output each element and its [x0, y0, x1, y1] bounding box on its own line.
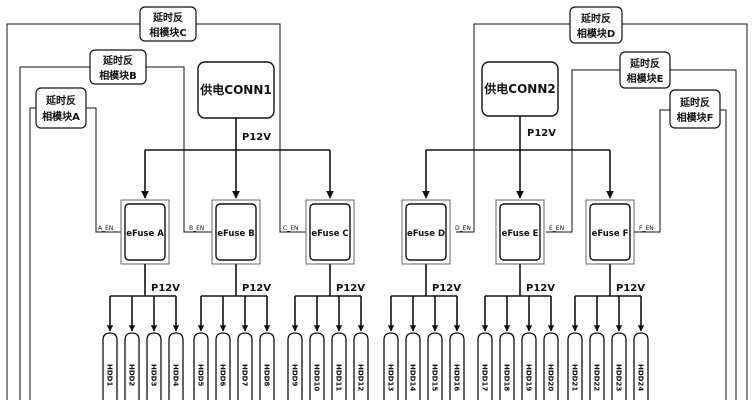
efuse-f-label: eFuse F [592, 229, 629, 239]
drive-4: HDD4 [168, 332, 184, 400]
drive-12: HDD12 [353, 332, 369, 400]
drive-18: HDD18 [499, 332, 515, 400]
drive-11-label: HDD11 [335, 364, 343, 391]
drive-8-label: HDD8 [263, 364, 271, 386]
drive-9-label: HDD9 [291, 364, 299, 386]
power-connector-2-label: 供电CONN2 [483, 81, 555, 96]
drive-10-label: HDD10 [313, 364, 321, 391]
drive-6-label: HDD6 [219, 364, 227, 386]
delay-module-c: 延时反 相模块C [139, 6, 197, 42]
drive-4-label: HDD4 [172, 364, 180, 386]
rail-label-efuse-a: P12V [151, 283, 180, 294]
delay-module-f-line1: 延时反 [679, 96, 710, 109]
power-connector-1-label: 供电CONN1 [199, 82, 271, 97]
drive-14: HDD14 [405, 332, 421, 400]
delay-module-d: 延时反 相模块D [569, 6, 623, 44]
drive-3-label: HDD3 [150, 364, 158, 386]
power-connector-2: 供电CONN2 [481, 61, 559, 117]
drive-19-label: HDD19 [525, 364, 533, 391]
efuse-b: eFuse B B_EN [189, 199, 261, 265]
delay-module-d-line1: 延时反 [580, 12, 611, 25]
drive-21: HDD21 [567, 332, 583, 400]
efuse-e-enable-label: E_EN [549, 225, 564, 232]
drive-23: HDD23 [611, 332, 627, 400]
delay-module-a-line2: 相模块A [42, 110, 80, 123]
drive-5-label: HDD5 [197, 364, 205, 386]
efuse-d-enable-label: D_EN [455, 225, 471, 232]
drive-5: HDD5 [193, 332, 209, 400]
drive-20-label: HDD20 [547, 364, 555, 391]
delay-module-e-line2: 相模块E [627, 72, 664, 85]
efuse-c: eFuse C C_EN [283, 199, 355, 265]
drive-8: HDD8 [259, 332, 275, 400]
drive-13-label: HDD13 [387, 364, 395, 391]
rail-label-conn2: P12V [527, 128, 556, 139]
drive-1: HDD1 [102, 332, 118, 400]
efuse-e-label: eFuse E [502, 229, 539, 239]
drive-19: HDD19 [521, 332, 537, 400]
drive-2: HDD2 [124, 332, 140, 400]
drive-11: HDD11 [331, 332, 347, 400]
efuse-a-label: eFuse A [126, 229, 164, 239]
drive-17-label: HDD17 [481, 364, 489, 391]
rail-label-efuse-e: P12V [526, 283, 555, 294]
drive-21-label: HDD21 [571, 364, 579, 391]
drive-24-label: HDD24 [637, 364, 645, 391]
rail-label-efuse-c: P12V [336, 283, 365, 294]
drive-16-label: HDD16 [453, 364, 461, 391]
delay-module-d-line2: 相模块D [577, 27, 615, 40]
drive-14-label: HDD14 [409, 364, 417, 391]
rail-label-efuse-d: P12V [432, 283, 461, 294]
rail-label-conn1: P12V [242, 132, 271, 143]
delay-module-b-line2: 相模块B [99, 69, 137, 82]
drive-3: HDD3 [146, 332, 162, 400]
delay-module-b: 延时反 相模块B [89, 49, 147, 85]
drive-16: HDD16 [449, 332, 465, 400]
drive-22-label: HDD22 [593, 364, 601, 391]
delay-module-e: 延时反 相模块E [619, 51, 671, 89]
efuse-c-label: eFuse C [311, 229, 348, 239]
drive-23-label: HDD23 [615, 364, 623, 391]
drive-2-label: HDD2 [128, 364, 136, 386]
drive-24: HDD24 [633, 332, 649, 400]
drive-6: HDD6 [215, 332, 231, 400]
efuse-d: eFuse D D_EN [401, 199, 471, 265]
efuse-d-label: eFuse D [407, 229, 445, 239]
drive-13: HDD13 [383, 332, 399, 400]
delay-module-a: 延时反 相模块A [35, 87, 87, 129]
efuse-layer: eFuse A A_EN eFuse B B_EN eFuse C C_EN eFuse D… [98, 199, 654, 265]
rail-label-efuse-f: P12V [616, 283, 645, 294]
delay-module-a-line1: 延时反 [45, 94, 76, 107]
delay-module-c-line1: 延时反 [152, 11, 183, 24]
power-connector-1: 供电CONN1 [197, 61, 275, 119]
delay-module-f-line2: 相模块F [677, 111, 714, 124]
drive-10: HDD10 [309, 332, 325, 400]
drive-1-label: HDD1 [106, 364, 114, 386]
drive-20: HDD20 [543, 332, 559, 400]
drive-9: HDD9 [287, 332, 303, 400]
efuse-a: eFuse A A_EN [98, 199, 170, 265]
drive-15: HDD15 [427, 332, 443, 400]
efuse-f-enable-label: F_EN [639, 225, 654, 232]
efuse-b-enable-label: B_EN [189, 225, 204, 232]
efuse-b-label: eFuse B [217, 229, 254, 239]
efuse-a-enable-label: A_EN [98, 225, 113, 232]
drive-12-label: HDD12 [357, 364, 365, 391]
drive-22: HDD22 [589, 332, 605, 400]
drive-17: HDD17 [477, 332, 493, 400]
rail-label-efuse-b: P12V [242, 283, 271, 294]
drive-layer: P12V HDD1 HDD2 HDD3 HDD4 P12V HDD5 HDD6 HDD7 HDD8… [102, 264, 649, 400]
efuse-f: eFuse F F_EN [585, 199, 654, 265]
drive-18-label: HDD18 [503, 364, 511, 391]
drive-7: HDD7 [237, 332, 253, 400]
delay-module-f: 延时反 相模块F [669, 89, 721, 129]
delay-module-e-line1: 延时反 [629, 57, 660, 70]
drive-15-label: HDD15 [431, 364, 439, 391]
drive-7-label: HDD7 [241, 364, 249, 386]
efuse-c-enable-label: C_EN [283, 225, 298, 232]
delay-module-c-line2: 相模块C [149, 26, 186, 39]
delay-module-b-line1: 延时反 [102, 54, 133, 67]
